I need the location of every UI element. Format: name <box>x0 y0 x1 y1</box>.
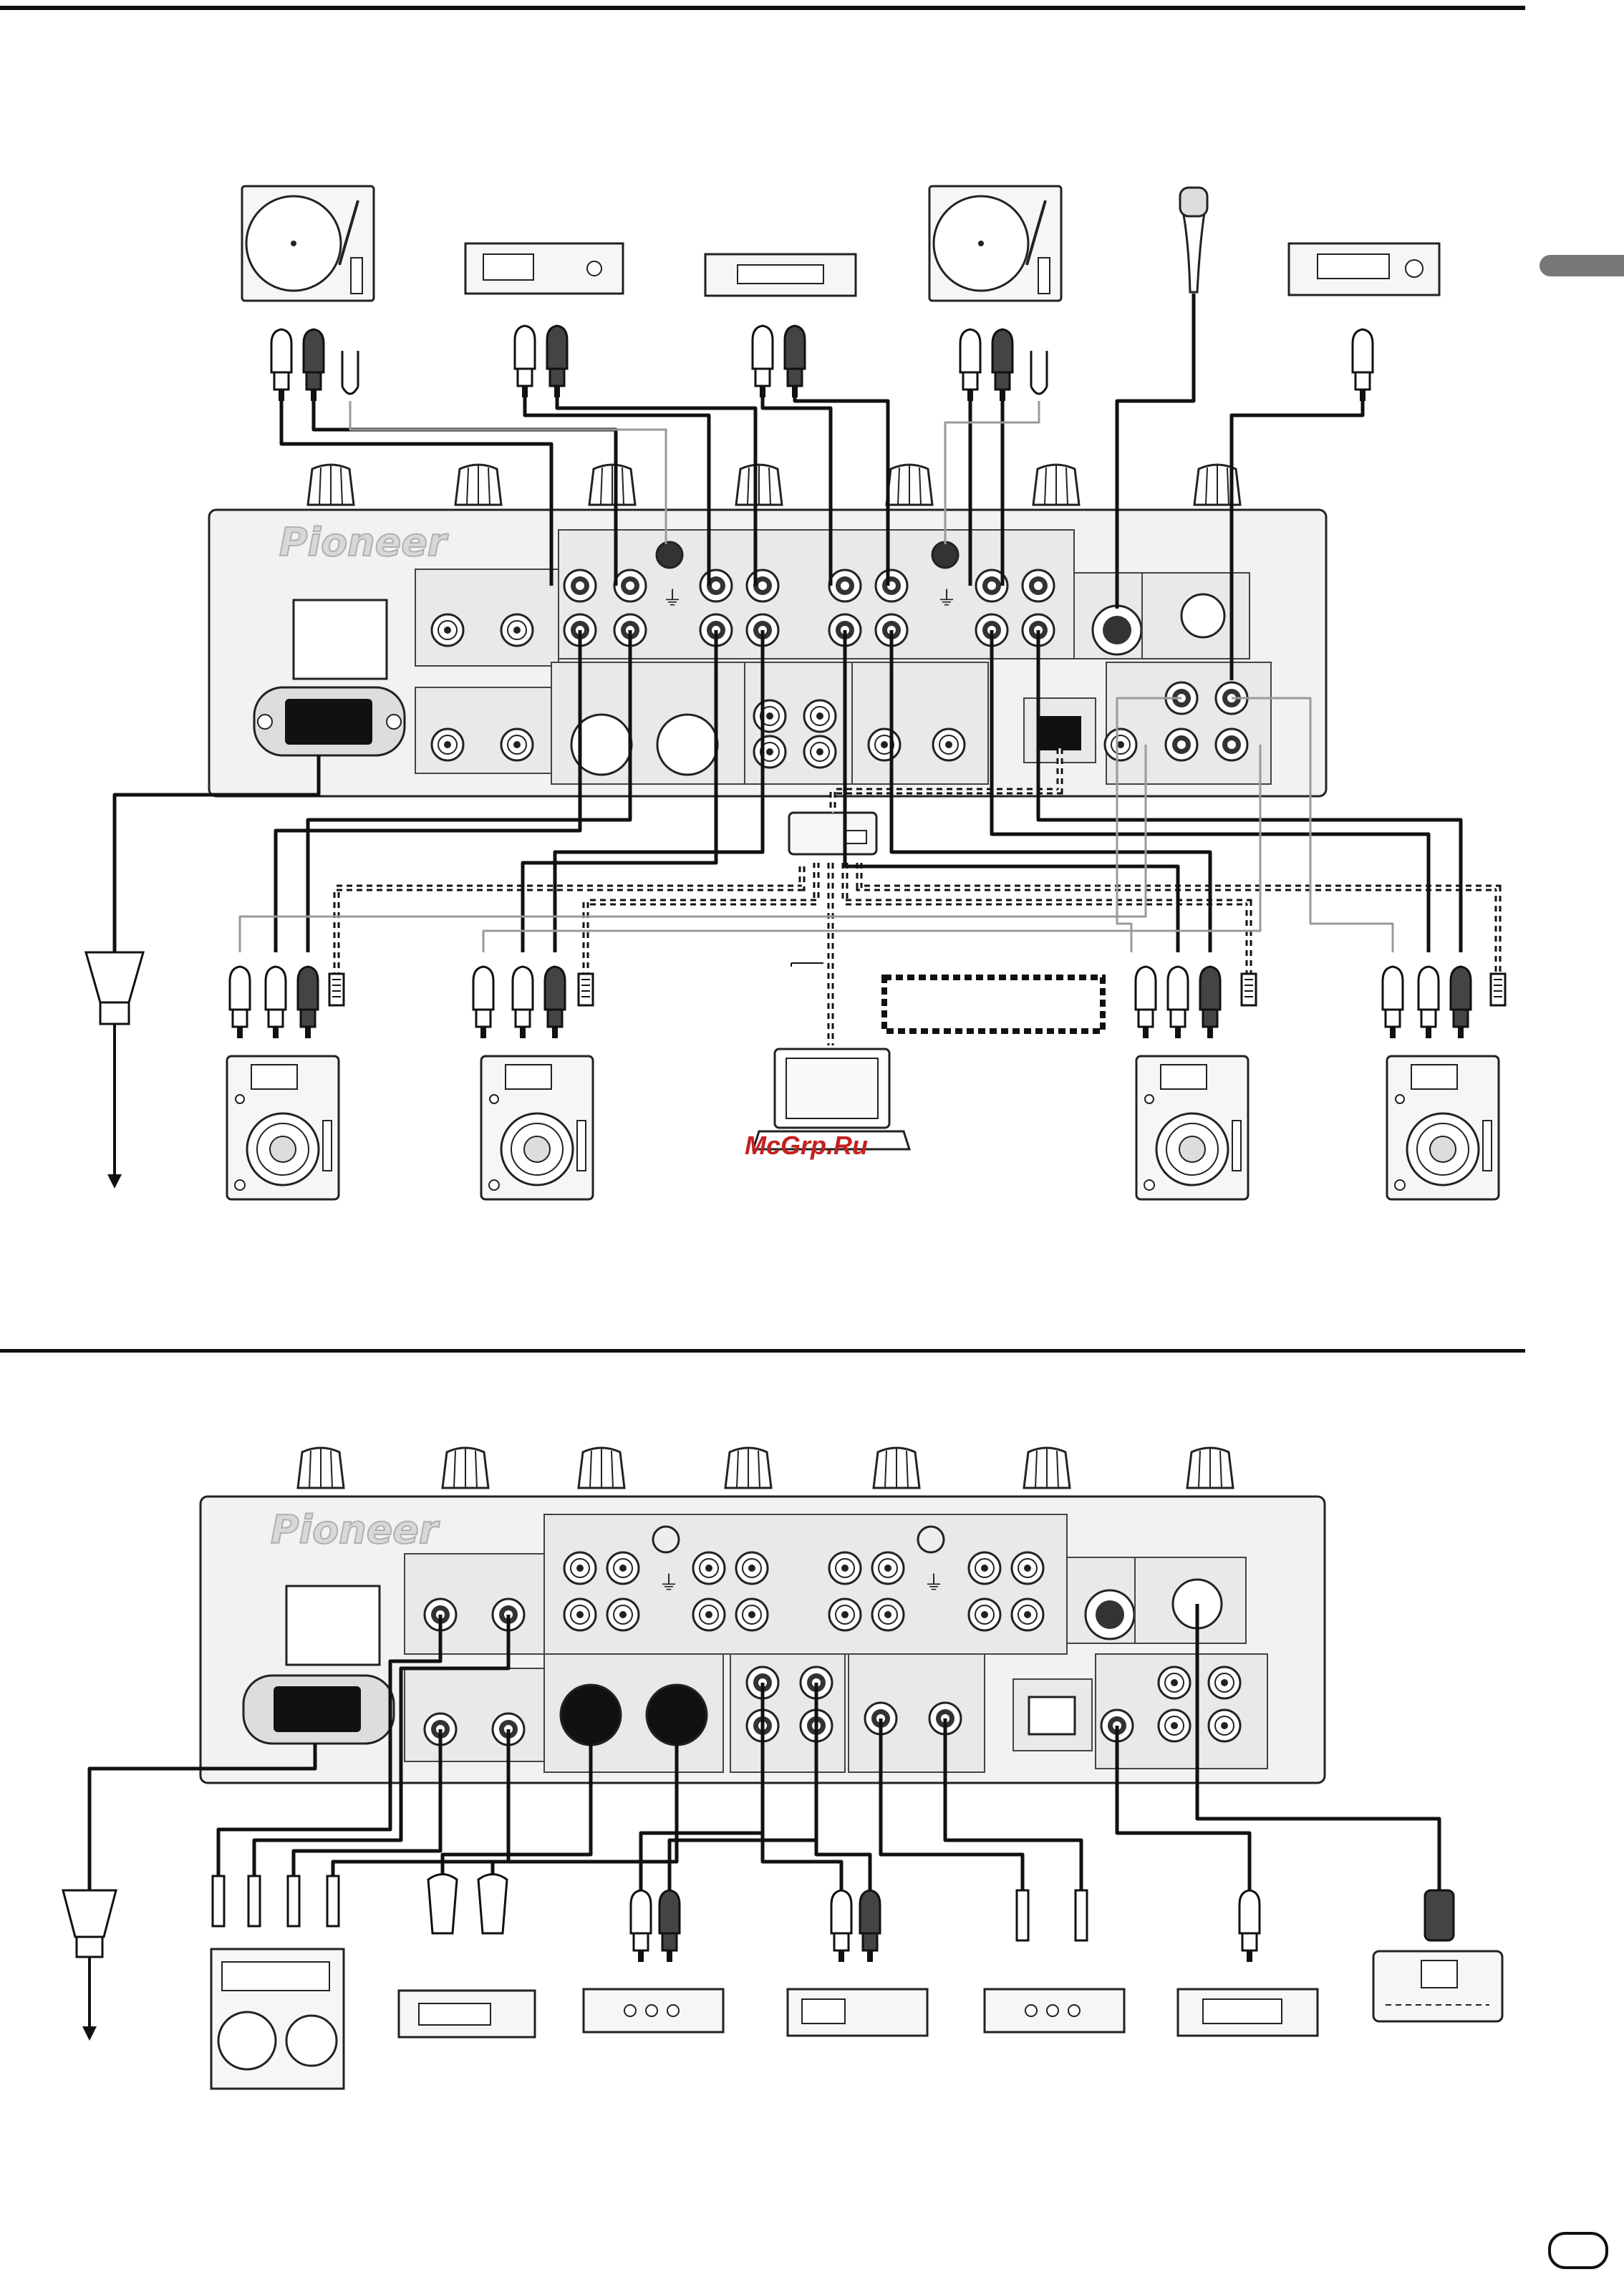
svg-text:⏚: ⏚ <box>662 586 682 610</box>
rca-plug-icon <box>860 1890 880 1962</box>
section-rule <box>0 1349 1525 1353</box>
midi-plug-icon <box>1425 1890 1454 1940</box>
rca-plug-icon <box>831 1890 851 1962</box>
rca-plug-icon <box>547 326 567 397</box>
rca-plug-icon <box>473 967 493 1038</box>
watermark: McGrp.Ru <box>745 1131 868 1160</box>
xlr-jack <box>657 715 717 775</box>
turntable-icon <box>929 186 1061 301</box>
xlr-plug-icon <box>428 1875 507 1934</box>
cdj-player-icon <box>1136 1056 1248 1199</box>
cdj-player-icon <box>1387 1056 1499 1199</box>
rca-plug-icon <box>271 329 291 401</box>
power-plug-icon <box>63 1890 116 2041</box>
lan-plug-icon <box>1491 974 1505 1005</box>
phone-plug-icon <box>1017 1890 1087 1940</box>
page-number-icon <box>1548 2232 1608 2269</box>
bottom-diagram: Pioneer ⏚ ⏚ <box>63 1448 1502 2089</box>
svg-text:⏚: ⏚ <box>924 1571 944 1595</box>
ac-inlet <box>254 687 405 755</box>
cassette-deck-icon <box>705 254 856 296</box>
ac-inlet <box>243 1676 394 1744</box>
lan-plug-icon <box>1242 974 1256 1005</box>
rca-plug-icon <box>992 329 1012 401</box>
rca-plug-icon <box>1136 967 1156 1038</box>
rca-plug-icon <box>266 967 286 1038</box>
rca-plug-icon <box>545 967 565 1038</box>
lan-plug-icon <box>329 974 344 1005</box>
rca-plug-icon <box>1418 967 1439 1038</box>
sampler-icon <box>211 1949 344 2089</box>
rca-plug-icon <box>230 967 250 1038</box>
legend-box <box>884 977 1103 1031</box>
top-rule <box>0 6 1525 10</box>
cd-recorder-icon <box>1289 243 1439 295</box>
rca-plug-icon <box>1451 967 1471 1038</box>
ground-lug-icon <box>1031 351 1047 394</box>
rca-plug-icon <box>298 967 318 1038</box>
svg-text:⏚: ⏚ <box>659 1571 679 1595</box>
rca-plug-icon <box>659 1890 680 1962</box>
tuner-icon <box>788 1989 927 2036</box>
pioneer-logo: Pioneer <box>279 520 449 565</box>
hub-icon <box>789 813 876 854</box>
phone-plug-icon <box>213 1876 339 1926</box>
rca-plug-icon <box>304 329 324 401</box>
svg-text:⏚: ⏚ <box>937 586 957 610</box>
rca-plug-icon <box>960 329 980 401</box>
rca-plug-icon <box>1168 967 1188 1038</box>
rca-plug-icon <box>753 326 773 397</box>
rca-plug-icon <box>515 326 535 397</box>
top-diagram: Pioneer ⏚ <box>86 186 1505 1199</box>
power-plug-icon <box>86 952 143 1189</box>
lan-plug-icon <box>579 974 593 1005</box>
rca-plug-icon <box>1383 967 1403 1038</box>
pioneer-logo: Pioneer <box>271 1507 440 1552</box>
mixer-rear-panel: Pioneer ⏚ <box>209 465 1326 796</box>
cdj-player-icon <box>481 1056 593 1199</box>
ground-lug-icon <box>342 351 358 394</box>
lan-port <box>1040 716 1081 750</box>
turntable-icon <box>242 186 374 301</box>
cassette-deck-icon <box>399 1991 535 2037</box>
tuner-icon <box>465 243 623 294</box>
cdj-player-icon <box>227 1056 339 1199</box>
lan-port <box>1029 1697 1075 1734</box>
rca-plug-icon <box>631 1890 651 1962</box>
rca-plug-icon <box>1353 329 1373 401</box>
amplifier-icon <box>985 1989 1124 2032</box>
rca-plug-icon <box>1239 1890 1260 1962</box>
amplifier-icon <box>584 1989 723 2032</box>
rca-plug-icon <box>513 967 533 1038</box>
rca-plug-icon <box>785 326 805 397</box>
keyboard-icon <box>1373 1951 1502 2021</box>
cd-recorder-icon <box>1178 1989 1318 2036</box>
microphone-icon <box>1180 188 1207 292</box>
rca-plug-icon <box>1200 967 1220 1038</box>
